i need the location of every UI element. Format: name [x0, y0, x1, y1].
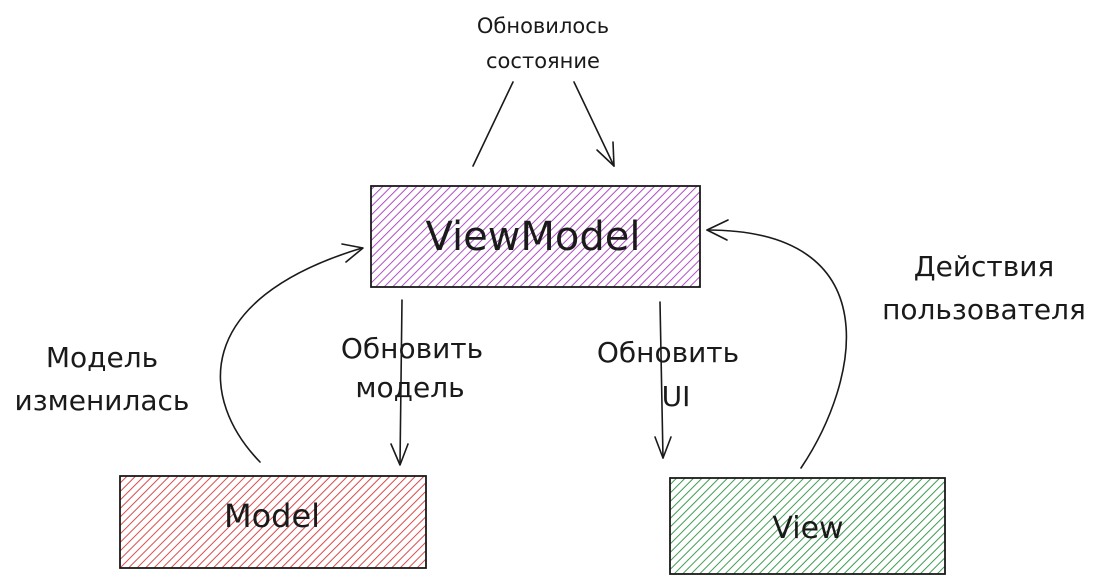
- user-actions-arrowhead: [706, 219, 729, 241]
- state-updated-arrow: [472, 81, 615, 167]
- model-changed-arrowhead: [341, 243, 364, 263]
- update-model-line1: Обновить: [341, 332, 483, 365]
- update-model-line: [399, 299, 403, 465]
- update-model-line2: модель: [355, 371, 464, 404]
- state-loop-in-line: [573, 81, 615, 167]
- state-loop-arrowhead: [596, 141, 615, 167]
- user-actions-arrow: [706, 219, 848, 469]
- user-actions-line2: пользователя: [882, 293, 1086, 326]
- view-node[interactable]: View: [669, 477, 946, 575]
- state-updated-line2: состояние: [486, 49, 600, 73]
- user-actions-line1: Действия: [914, 250, 1055, 283]
- viewmodel-label: ViewModel: [425, 214, 640, 260]
- model-label: Model: [224, 497, 320, 535]
- model-changed-line: [219, 247, 363, 463]
- view-box: [669, 477, 946, 575]
- model-node[interactable]: Model: [119, 475, 427, 569]
- update-ui-line2: UI: [662, 380, 691, 413]
- view-label: View: [772, 511, 843, 546]
- viewmodel-box: [370, 185, 701, 288]
- model-changed-line2: изменилась: [15, 384, 190, 417]
- model-box: [119, 475, 427, 569]
- model-changed-arrow: [219, 243, 364, 463]
- update-ui-line1: Обновить: [597, 336, 739, 369]
- model-changed-line1: Модель: [46, 341, 158, 374]
- state-updated-line1: Обновилось: [477, 14, 609, 38]
- update-model-arrowhead: [390, 443, 409, 466]
- state-loop-out-line: [472, 81, 514, 167]
- update-ui-arrow: [654, 301, 672, 459]
- viewmodel-node[interactable]: ViewModel: [370, 185, 701, 288]
- update-ui-arrowhead: [654, 436, 672, 459]
- user-actions-line: [706, 229, 848, 469]
- update-model-arrow: [390, 299, 409, 466]
- update-ui-line: [659, 301, 664, 459]
